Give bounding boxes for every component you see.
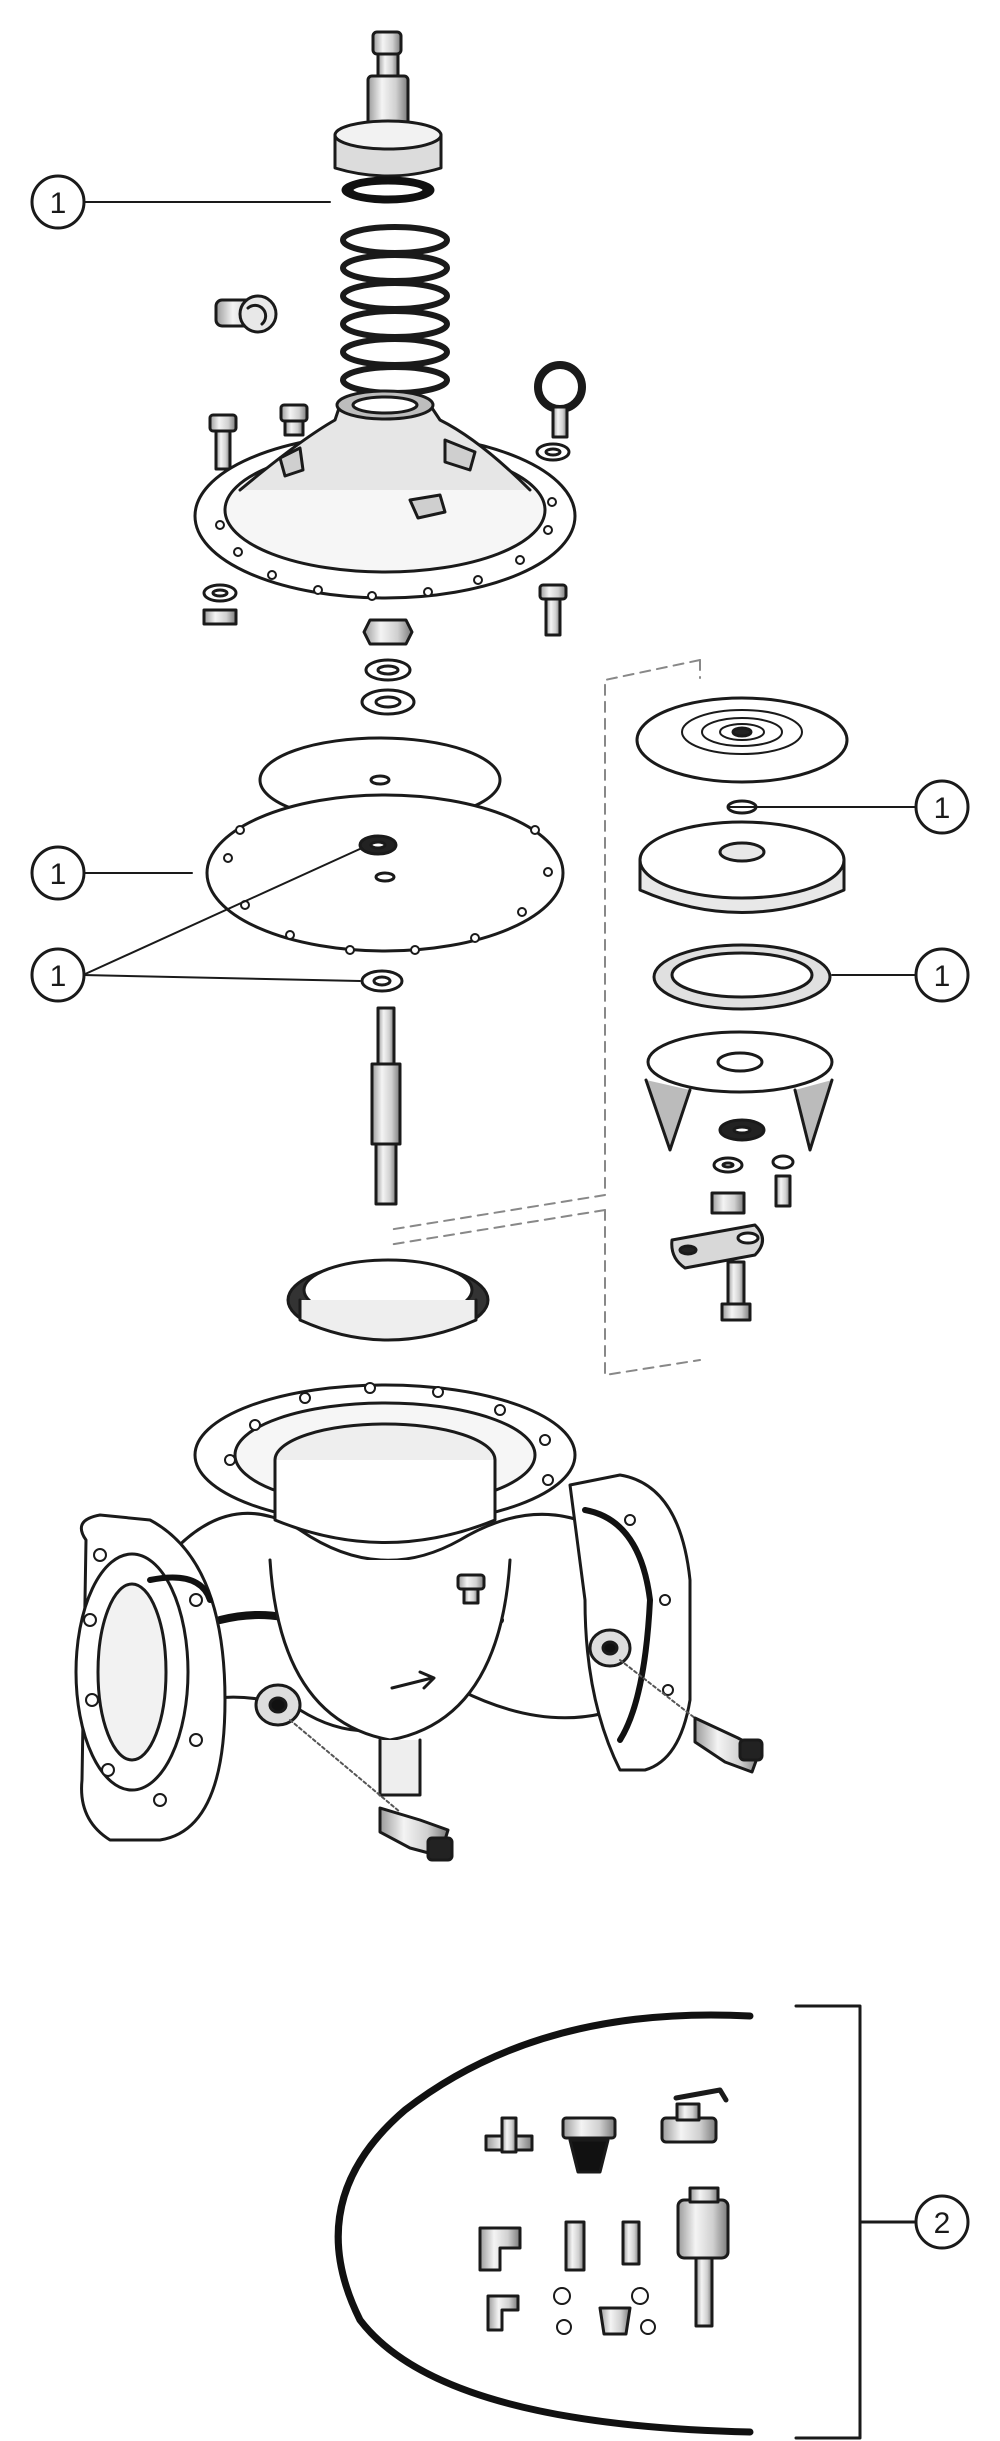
bonnet-washer-left [202, 583, 238, 603]
disc-washer-plate [635, 696, 849, 784]
callout-label: 1 [934, 960, 951, 993]
left-chain [289, 1719, 401, 1813]
side-fitting [214, 294, 278, 334]
flange-holes [83, 1382, 674, 1807]
disc-guide [644, 1030, 834, 1152]
ball-valve [660, 2087, 729, 2144]
spring [340, 224, 450, 396]
disc-holder [638, 820, 846, 914]
lifting-eye-bolt [534, 361, 586, 439]
kit-o-ring-4 [640, 2319, 656, 2335]
callout-label: 1 [50, 187, 67, 220]
diaphragm [205, 793, 565, 955]
guide-bolt-small [771, 1154, 795, 1208]
fittings-kit [478, 2087, 730, 2336]
top-o-ring [341, 176, 435, 204]
kit-o-ring-2 [631, 2287, 649, 2305]
right-port-boss [588, 1628, 632, 1668]
nipple-fitting-1 [564, 2220, 586, 2272]
guide-washer [718, 1118, 766, 1142]
needle-valve [676, 2186, 730, 2328]
nipple-fitting-2 [621, 2220, 641, 2266]
callout-label: 1 [50, 858, 67, 891]
kit-o-ring-3 [556, 2319, 572, 2335]
flow-direction-arrow-icon [390, 1670, 436, 1690]
dashed-assembly-bracket [387, 659, 701, 1376]
disc-seal-ring [652, 943, 832, 1011]
seal-washer-lower [360, 969, 404, 993]
stem-washer-1 [364, 658, 412, 682]
guide-nut [710, 1191, 746, 1215]
left-port-boss [254, 1683, 302, 1727]
callout-label: 1 [934, 792, 951, 825]
callout-c6: 2 [914, 2194, 970, 2250]
bonnet-plug [279, 403, 309, 437]
callout-c1: 1 [30, 174, 86, 230]
valve-body [74, 1383, 692, 1842]
small-elbow [486, 2294, 520, 2332]
stem-washer-2 [360, 688, 416, 716]
elbow-fitting [478, 2226, 522, 2272]
callout-label: 1 [50, 960, 67, 993]
kit-union [598, 2306, 632, 2336]
seal-washer-upper [358, 834, 398, 856]
bonnet-bolt-right [538, 583, 568, 637]
kit-o-ring-1 [553, 2287, 571, 2305]
seat-ring [286, 1258, 490, 1342]
leader-lines [82, 201, 916, 982]
guide-small-washer [712, 1156, 744, 1174]
indicator-bolt [720, 1260, 752, 1322]
body-drain-plug [456, 1573, 486, 1605]
bonnet-nut-left [202, 608, 238, 626]
right-chain [619, 1659, 701, 1723]
adjusting-screw [333, 30, 443, 178]
bonnet [193, 389, 577, 600]
control-tubing [334, 2011, 754, 2436]
eye-bolt-washer [535, 442, 571, 462]
stem-nut [362, 618, 414, 646]
tee-fitting [484, 2116, 534, 2154]
valve-stem [370, 1006, 402, 1206]
indicator-bracket [670, 1223, 764, 1270]
callout-c5: 1 [914, 947, 970, 1003]
callout-c3: 1 [30, 947, 86, 1003]
bonnet-holes [215, 497, 557, 601]
callout-c4: 1 [914, 779, 970, 835]
test-cock-right [693, 1716, 764, 1774]
callout-c2: 1 [30, 845, 86, 901]
test-cock-left [378, 1806, 454, 1862]
callout-label: 2 [934, 2207, 951, 2240]
strainer-fitting [561, 2116, 617, 2174]
bonnet-bolt-left [208, 413, 238, 471]
kit-bracket [794, 2004, 922, 2440]
rotate-arrow-icon [246, 303, 268, 326]
